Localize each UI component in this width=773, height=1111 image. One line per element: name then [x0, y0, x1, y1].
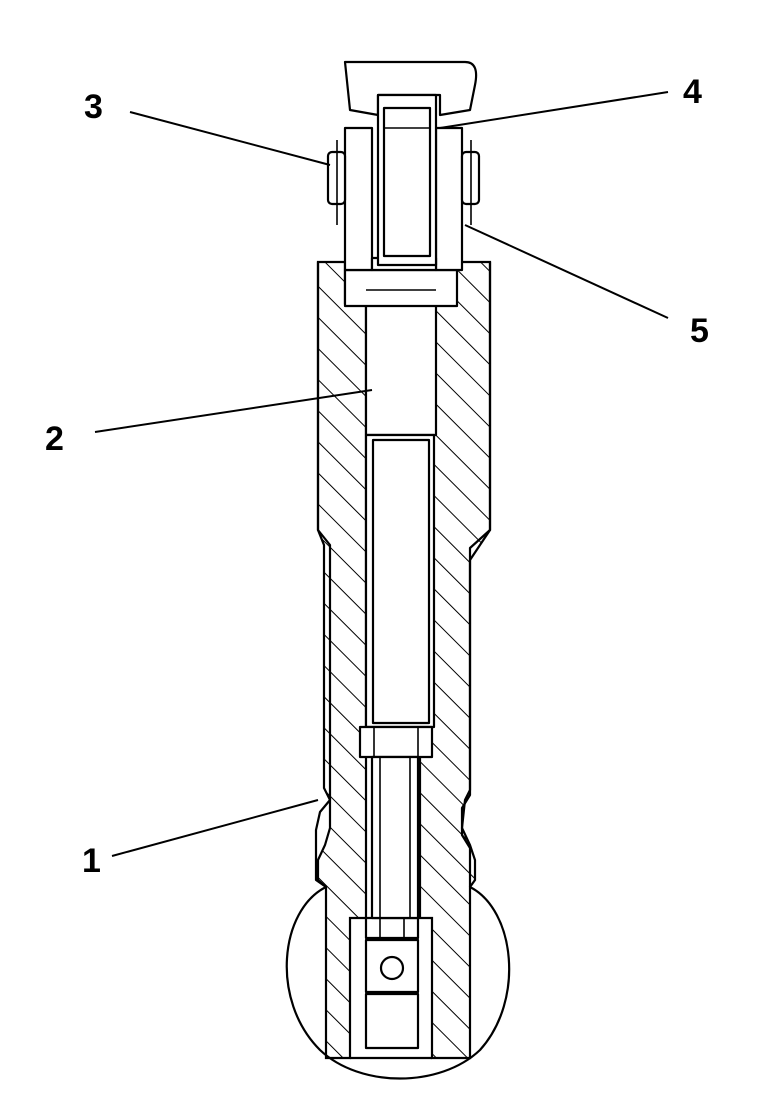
housing-body — [314, 260, 492, 1060]
callout-3: 3 — [84, 88, 103, 126]
clevis — [326, 126, 481, 308]
plunger-stem — [370, 755, 420, 920]
plunger-upper — [364, 288, 438, 437]
housing-right-wall — [418, 260, 492, 1060]
plunger-collar — [358, 725, 434, 759]
housing-left-wall — [316, 260, 368, 1060]
callout-labels: 1 2 3 4 5 — [45, 73, 709, 880]
leader-lines — [94, 91, 669, 857]
plunger — [358, 288, 438, 920]
callout-4: 4 — [683, 73, 702, 111]
callout-2: 2 — [45, 420, 64, 458]
leader-3 — [129, 111, 331, 166]
callout-1: 1 — [82, 842, 101, 880]
roller — [343, 60, 478, 267]
leader-4 — [439, 91, 669, 129]
callout-5: 5 — [690, 312, 709, 350]
leader-2 — [94, 389, 373, 433]
bottom-detail-circle — [285, 886, 511, 1080]
leader-5 — [464, 224, 669, 319]
leader-1 — [111, 799, 319, 857]
